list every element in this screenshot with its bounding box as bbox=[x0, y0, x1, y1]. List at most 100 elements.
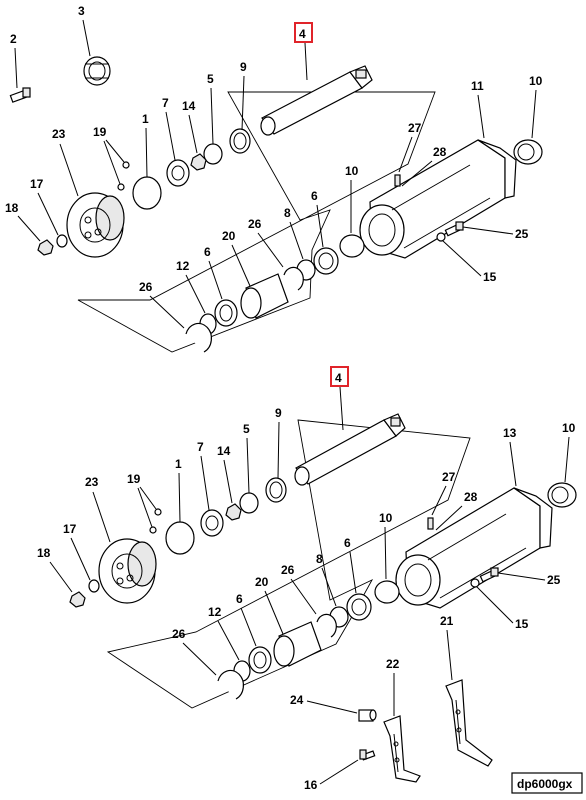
bottom-part-26-snapring-a bbox=[316, 613, 337, 638]
bottom-leader-1 bbox=[178, 472, 181, 523]
top-leader-15 bbox=[442, 240, 482, 277]
bottom-leader-23 bbox=[92, 491, 111, 543]
top-label-1: 1 bbox=[142, 112, 149, 126]
bottom-leader-16 bbox=[319, 759, 359, 785]
bottom-part-19-pin-a bbox=[154, 508, 162, 516]
bottom-part-19-pin-b bbox=[149, 526, 157, 534]
bottom-part-6-bearing-a bbox=[346, 593, 372, 621]
top-leader-27 bbox=[398, 136, 413, 173]
top-label-12: 12 bbox=[176, 259, 190, 273]
top-leader-26b bbox=[149, 295, 185, 329]
top-part-19-pin-b bbox=[117, 183, 125, 191]
bottom-label-21: 21 bbox=[440, 614, 454, 628]
top-part-2-bolt bbox=[9, 87, 31, 103]
bottom-part-14-nut bbox=[225, 503, 242, 521]
bottom-leader-12 bbox=[217, 620, 240, 661]
top-part-26-snapring-b bbox=[185, 322, 212, 353]
bottom-assembly: 4 9 5 14 7 1 19 bbox=[37, 366, 577, 792]
bottom-label-26a: 26 bbox=[281, 563, 295, 577]
bottom-leader-14 bbox=[223, 459, 233, 504]
top-leader-5 bbox=[210, 87, 214, 145]
top-leader-14 bbox=[188, 114, 198, 154]
bottom-leader-7 bbox=[200, 455, 210, 511]
top-part-7-washer bbox=[166, 159, 190, 187]
top-part-27-fitting bbox=[394, 174, 401, 187]
bottom-leader-5 bbox=[246, 437, 250, 494]
bottom-leader-15 bbox=[476, 586, 514, 624]
top-callout-4: 4 bbox=[299, 27, 306, 41]
top-label-20: 20 bbox=[222, 229, 236, 243]
top-part-20-sleeve bbox=[240, 273, 289, 319]
top-part-19-pin-a bbox=[122, 161, 130, 169]
top-label-14: 14 bbox=[182, 99, 196, 113]
bottom-leader-13 bbox=[509, 441, 517, 487]
top-label-28: 28 bbox=[433, 145, 447, 159]
bottom-leader-4 bbox=[339, 386, 344, 431]
top-leader-17 bbox=[37, 192, 59, 236]
bottom-leader-24 bbox=[306, 700, 358, 714]
bottom-leader-6b bbox=[240, 607, 257, 647]
bottom-leader-6a bbox=[349, 551, 357, 594]
bottom-label-19: 19 bbox=[127, 472, 141, 486]
bottom-leader-10b bbox=[384, 526, 387, 580]
bottom-part-26-snapring-b bbox=[217, 669, 244, 700]
bottom-label-22: 22 bbox=[386, 657, 400, 671]
bottom-label-6b: 6 bbox=[236, 592, 243, 606]
bottom-label-17: 17 bbox=[63, 522, 77, 536]
bottom-label-18: 18 bbox=[37, 546, 51, 560]
top-leader-28 bbox=[401, 160, 433, 187]
bottom-leader-9 bbox=[277, 421, 280, 479]
bottom-part-18-nut bbox=[69, 591, 86, 608]
top-part-5-ring bbox=[203, 143, 223, 165]
bottom-leader-21 bbox=[446, 629, 453, 681]
bottom-callout-box[interactable] bbox=[330, 366, 349, 387]
top-leader-1 bbox=[145, 127, 148, 178]
bottom-label-20: 20 bbox=[255, 575, 269, 589]
top-leader-12 bbox=[185, 274, 206, 314]
top-label-25: 25 bbox=[515, 227, 529, 241]
bottom-part-27-fitting bbox=[427, 517, 434, 530]
top-part-15-washer bbox=[436, 232, 446, 242]
top-part-4-shaft bbox=[260, 65, 373, 136]
bottom-part-15-washer bbox=[470, 578, 480, 588]
top-leader-9 bbox=[241, 75, 245, 131]
top-part-1-gasket bbox=[132, 176, 162, 210]
bottom-leader-8 bbox=[321, 567, 337, 607]
top-label-5: 5 bbox=[207, 72, 214, 86]
bottom-label-16: 16 bbox=[304, 778, 318, 792]
top-part-17-washer bbox=[56, 234, 68, 248]
bottom-leader-19b bbox=[137, 487, 153, 528]
bottom-part-25-bolt bbox=[479, 567, 499, 583]
bottom-part-20-sleeve bbox=[273, 621, 322, 667]
bottom-label-24: 24 bbox=[290, 693, 304, 707]
bottom-part-22-bracket bbox=[383, 715, 421, 783]
top-part-25-bolt bbox=[444, 221, 464, 237]
top-label-2: 2 bbox=[10, 32, 17, 46]
bottom-leader-28 bbox=[435, 505, 463, 531]
bottom-part-17-washer bbox=[88, 579, 100, 593]
top-part-6-bearing-a bbox=[313, 247, 339, 275]
bottom-callout-4: 4 bbox=[335, 371, 342, 385]
top-part-14-nut bbox=[190, 153, 207, 171]
bottom-part-6-bearing-b bbox=[248, 646, 272, 674]
bottom-leader-17 bbox=[70, 537, 91, 581]
bottom-label-1: 1 bbox=[175, 457, 182, 471]
top-part-11-housing bbox=[359, 139, 517, 259]
bottom-label-7: 7 bbox=[197, 440, 204, 454]
bottom-label-23: 23 bbox=[85, 475, 99, 489]
top-leader-20 bbox=[231, 244, 251, 287]
top-leader-18 bbox=[17, 215, 41, 242]
top-label-11: 11 bbox=[471, 79, 484, 93]
top-label-6b: 6 bbox=[204, 245, 211, 259]
top-label-19: 19 bbox=[93, 125, 107, 139]
bottom-part-16-bolt bbox=[359, 749, 376, 761]
top-callout-box[interactable] bbox=[294, 22, 313, 43]
top-leader-25 bbox=[462, 226, 514, 235]
top-assembly-plane bbox=[77, 91, 436, 353]
top-part-18-nut bbox=[37, 239, 54, 256]
bottom-leader-25 bbox=[497, 572, 546, 581]
top-assembly: 4 2 3 9 5 bbox=[5, 4, 543, 353]
bottom-leader-10a bbox=[564, 436, 570, 483]
bottom-label-10a: 10 bbox=[562, 421, 576, 435]
